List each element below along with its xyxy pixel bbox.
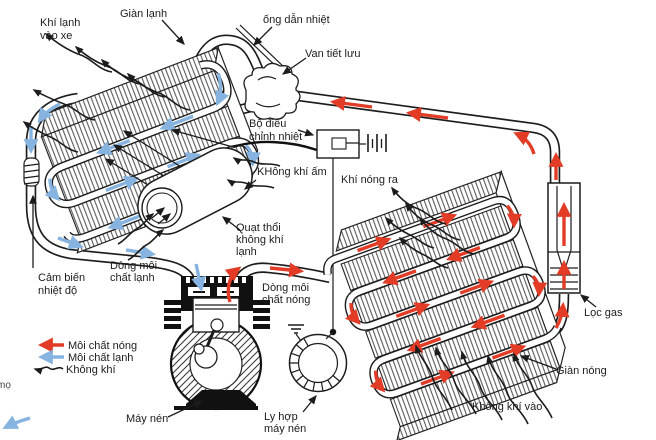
label-heat-pipe: ống dẫn nhiệt	[263, 13, 330, 26]
blower-intake	[141, 187, 183, 229]
legend-cold-label: Môi chất lạnh	[68, 352, 133, 364]
cold-air-out-arrows	[22, 32, 191, 153]
label-gas-filter: Lọc gas	[584, 307, 623, 319]
ground-symbol	[288, 324, 304, 342]
air-arrow-icon	[33, 366, 64, 375]
legend: Môi chất nóng Môi chất lạnh Không khí	[33, 337, 137, 376]
label-hot-flow-1: Dòng môi	[262, 282, 309, 294]
discharge-flow-arrows	[269, 262, 570, 329]
capillary-line	[232, 140, 318, 152]
label-hot-flow-2: chất nóng	[262, 294, 310, 306]
label-blower-1: Quạt thổi	[236, 222, 281, 234]
label-temp-sensor-2: nhiệt độ	[38, 285, 77, 297]
battery-symbol	[367, 134, 387, 152]
label-temp-sensor-1: Cảm biến	[38, 272, 85, 284]
thermostat-unit	[232, 129, 387, 159]
pointer-lines	[29, 19, 597, 418]
label-thermostat-1: Bộ điều	[249, 118, 286, 130]
label-blower-2: không khí	[236, 234, 284, 246]
condenser-unit	[323, 169, 566, 440]
label-cold-flow-2: chất lạnh	[110, 272, 155, 284]
suction-port-arrow	[191, 263, 206, 292]
label-evaporator: Giàn lạnh	[120, 8, 167, 20]
label-clutch-2: máy nén	[264, 423, 306, 435]
label-expansion-valve: Van tiết lưu	[305, 48, 360, 60]
legend-air-label: Không khí	[66, 364, 116, 376]
head-cooling-fins	[164, 300, 270, 329]
label-clutch-1: Ly hợp	[264, 411, 298, 423]
label-blower-3: lạnh	[236, 246, 257, 258]
discharge-port-arrow	[224, 266, 242, 303]
hot-refrigerant-arrows	[345, 204, 548, 393]
label-cold-flow-1: Dòng môi	[110, 260, 157, 272]
compressor-base	[186, 390, 256, 409]
receiver-drier	[547, 151, 581, 294]
evaporator-inlet-pipe	[194, 34, 267, 81]
edge-fragments: mọ	[0, 380, 31, 429]
compressor-unit	[164, 263, 270, 411]
label-cold-air-1: Khí lạnh	[40, 17, 80, 29]
edge-text-fragment: mọ	[0, 380, 11, 391]
label-condenser: Giàn nóng	[556, 365, 607, 377]
label-compressor: Máy nén	[126, 413, 168, 425]
compressor-clutch	[288, 324, 348, 393]
liquid-line-top-pipe	[228, 90, 561, 192]
label-warm-air: KHông khí ấm	[257, 166, 327, 178]
label-air-in: Không khí vào	[472, 401, 542, 413]
liquid-flow-arrows	[329, 96, 536, 155]
labels: Khí lạnh vào xe Giàn lạnh ống dẫn nhiệt …	[38, 8, 623, 435]
label-thermostat-2: chỉnh nhiệt	[249, 131, 302, 143]
air-in-arrows	[414, 344, 553, 425]
hot-air-out-arrows	[384, 186, 475, 269]
label-cold-air-2: vào xe	[40, 30, 72, 42]
legend-hot-label: Môi chất nóng	[68, 340, 137, 352]
temperature-sensor-bulb	[23, 157, 40, 187]
label-hot-air-out: Khí nóng ra	[341, 174, 399, 186]
expansion-valve-body	[243, 62, 301, 120]
